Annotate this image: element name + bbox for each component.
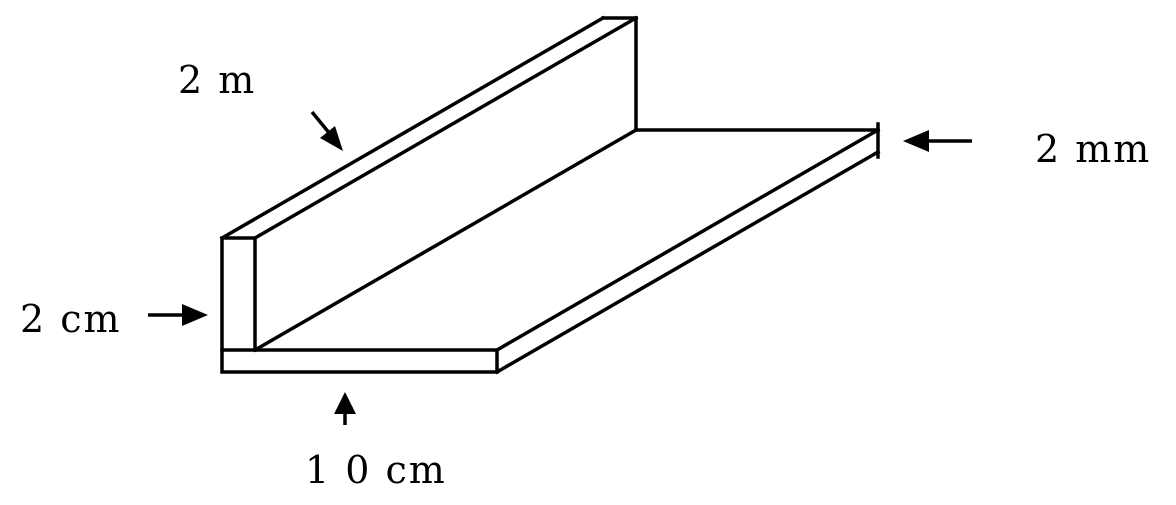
- thickness-label: 2 mm: [1035, 127, 1151, 171]
- inner-corner-edge: [252, 127, 639, 353]
- leg-bottom-far-edge: [494, 149, 881, 375]
- height-label: 2 cm: [20, 297, 122, 341]
- thickness-arrow-head: [903, 130, 929, 152]
- length-arrow: [310, 110, 343, 151]
- front-profile: [220, 236, 499, 374]
- width-arrow-head: [334, 392, 356, 414]
- flange-top-outer-edge: [219, 15, 606, 241]
- length-arrow-head: [320, 126, 343, 151]
- width-arrow: [334, 392, 356, 425]
- flange-top-inner-edge: [252, 15, 639, 241]
- height-arrow-head: [182, 304, 208, 326]
- angle-bar-outline: [219, 15, 881, 375]
- thickness-arrow: [903, 130, 972, 152]
- width-label: 1 0 cm: [305, 448, 447, 492]
- length-label: 2 m: [178, 58, 256, 102]
- height-arrow: [148, 304, 208, 326]
- leg-top-far-edge: [494, 127, 881, 353]
